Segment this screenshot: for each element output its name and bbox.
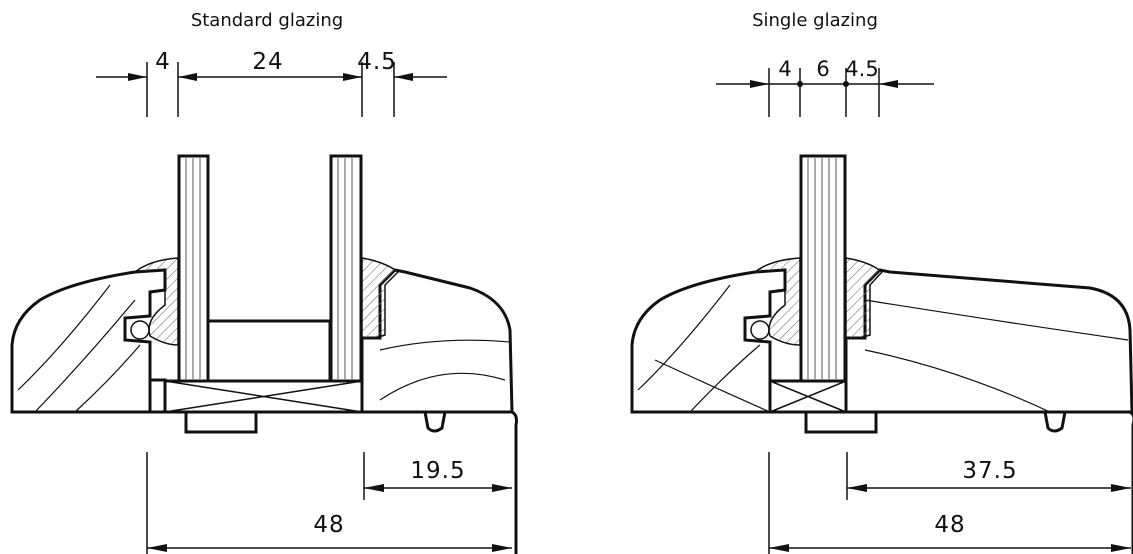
single-dim-6: 6 — [816, 57, 829, 81]
standard-dim-48: 48 — [313, 512, 344, 538]
standard-bottom-foot — [184, 410, 258, 434]
single-glazing-section: Single glazing 4 6 4.5 — [630, 10, 1133, 554]
single-top-dimension — [716, 68, 934, 117]
single-frame-profile — [630, 268, 787, 414]
standard-frame-profile — [10, 268, 167, 414]
single-dim-37-5: 37.5 — [962, 458, 1017, 484]
single-bottom-dimensions — [768, 452, 1131, 554]
single-bottom-foot — [804, 410, 878, 434]
single-glazing-title: Single glazing — [752, 10, 878, 31]
standard-left-seal — [132, 257, 179, 346]
single-dim-48: 48 — [934, 512, 965, 538]
standard-glazing-section: Standard glazing 4 24 4.5 — [10, 10, 518, 554]
standard-dim-24: 24 — [252, 49, 283, 75]
standard-glazing-title: Standard glazing — [191, 10, 343, 31]
single-dim-4: 4 — [778, 57, 791, 81]
single-left-seal — [752, 257, 801, 346]
single-glass-lines — [807, 158, 837, 379]
single-right-profile — [844, 268, 1133, 414]
standard-sash-profile — [148, 378, 167, 414]
standard-bottom-dimensions — [146, 452, 512, 554]
standard-right-seal — [361, 257, 400, 340]
standard-dim-19-5: 19.5 — [410, 458, 465, 484]
standard-top-dimension — [96, 62, 447, 117]
standard-glass-pane-inner — [329, 154, 363, 383]
standard-dim-4-5: 4.5 — [357, 49, 397, 75]
standard-dim-4: 4 — [155, 49, 171, 75]
standard-spacer — [206, 319, 332, 383]
single-right-seal — [845, 257, 884, 340]
single-dim-4-5: 4.5 — [845, 57, 878, 81]
standard-glass-lines — [185, 158, 353, 379]
